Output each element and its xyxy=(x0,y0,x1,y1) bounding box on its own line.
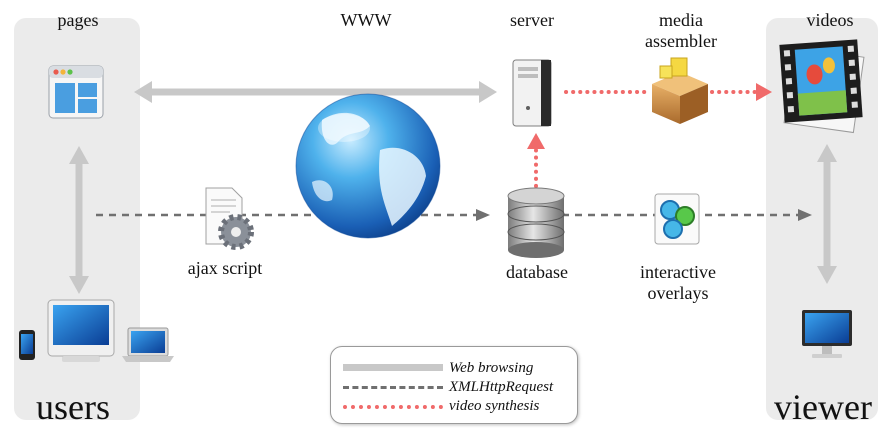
xhr-arrow-users-to-database xyxy=(96,209,490,221)
interactive-overlays-label: interactive overlays xyxy=(640,262,716,303)
video-synthesis-arrow-database-to-server xyxy=(527,133,545,188)
film-strip-icon xyxy=(779,39,865,134)
database-label: database xyxy=(506,262,568,282)
legend-swatch-dashed xyxy=(343,386,443,389)
laptop-icon xyxy=(122,327,174,362)
web-browsing-arrow-viewer xyxy=(817,144,837,284)
pages-label: pages xyxy=(57,10,99,30)
legend-item-video-synthesis: video synthesis xyxy=(331,396,577,416)
legend-item-web-browsing: Web browsing xyxy=(331,358,577,378)
web-browsing-arrow-users xyxy=(69,146,89,294)
legend-item-xmlhttprequest: XMLHttpRequest xyxy=(331,377,577,397)
legend-label: Web browsing xyxy=(449,360,534,376)
package-box-icon xyxy=(652,57,708,124)
legend-swatch-solid xyxy=(343,364,443,371)
video-synthesis-arrow-assembler-to-videos xyxy=(710,83,772,101)
legend-label: video synthesis xyxy=(449,398,540,414)
legend-swatch-dotted xyxy=(343,405,443,409)
www-label: WWW xyxy=(340,10,392,30)
legend: Web browsing XMLHttpRequest video synthe… xyxy=(330,346,578,424)
browser-window-icon xyxy=(48,65,104,119)
ajax-script-label: ajax script xyxy=(187,258,263,278)
media-assembler-label: media assembler xyxy=(645,10,717,51)
videos-label: videos xyxy=(806,10,854,30)
script-gear-icon xyxy=(205,187,254,250)
overlay-circles-icon xyxy=(654,193,700,245)
users-label: users xyxy=(36,387,110,427)
web-browsing-arrow-top xyxy=(134,81,497,103)
viewer-label: viewer xyxy=(774,387,872,427)
database-cylinder-icon xyxy=(507,187,565,258)
server-label: server xyxy=(510,10,554,30)
server-tower-icon xyxy=(512,59,552,127)
globe-icon xyxy=(295,93,441,239)
imac-icon xyxy=(47,299,115,362)
monitor-icon xyxy=(802,310,852,358)
legend-label: XMLHttpRequest xyxy=(449,379,554,395)
iphone-icon xyxy=(19,330,35,360)
